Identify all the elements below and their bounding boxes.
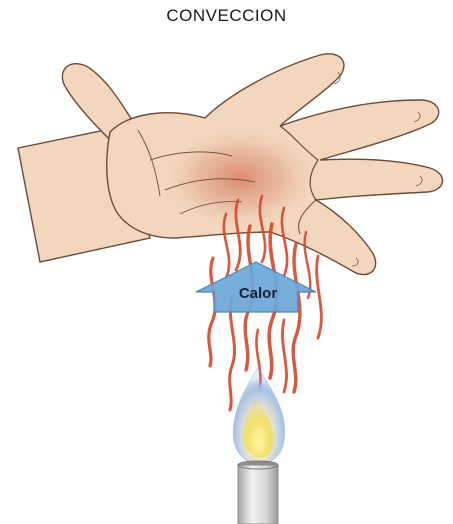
hand-icon [18, 54, 443, 275]
burner-icon [238, 461, 278, 524]
arrow-label: Calor [239, 285, 278, 302]
flame-icon [233, 368, 284, 464]
